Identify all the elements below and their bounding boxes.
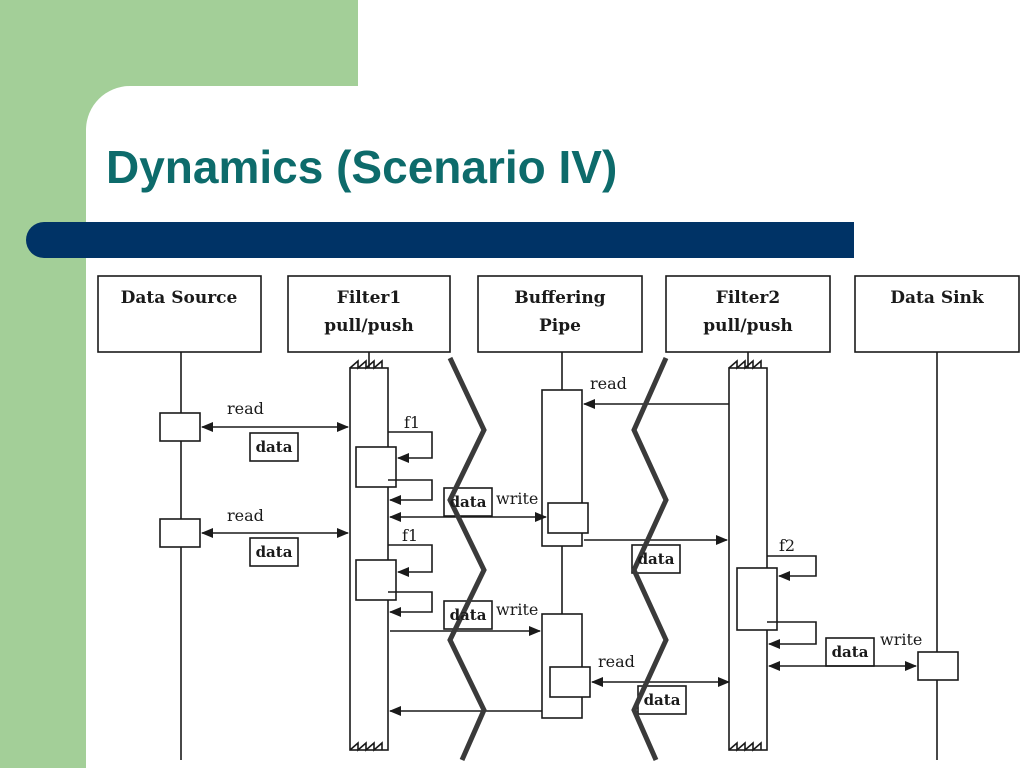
participant-box-filter1 [287, 275, 451, 353]
read-label-4: read [598, 652, 635, 671]
pipe-read-box-2 [549, 666, 591, 698]
data-label-5: data [638, 550, 675, 568]
activation-filter1 [349, 367, 389, 751]
read-label-1: read [227, 399, 264, 418]
zigzag-separator-right [631, 356, 669, 762]
zigzag-separator-left [447, 356, 487, 762]
participant-box-data-source [97, 275, 262, 353]
f1-label-1: f1 [404, 413, 420, 432]
f1-loop-2 [388, 479, 433, 505]
read-label-3: read [590, 374, 627, 393]
f2-loop-2 [767, 621, 817, 649]
filter1-f1-box-2 [355, 559, 397, 601]
f1-label-2: f1 [402, 526, 418, 545]
filter2-f2-box [736, 567, 778, 631]
data-label-1: data [256, 438, 293, 456]
participant-box-filter2 [665, 275, 831, 353]
f1-loop-3 [388, 544, 433, 577]
read-label-2: read [227, 506, 264, 525]
participant-filter1-sublabel: pull/push [324, 316, 414, 336]
source-read-box-1 [159, 412, 201, 442]
participant-pipe-label: Buffering [514, 288, 605, 308]
data-label-2: data [256, 543, 293, 561]
slide-title: Dynamics (Scenario IV) [106, 141, 618, 193]
filter1-f1-box-1 [355, 446, 397, 488]
write-label-2: write [496, 600, 538, 619]
sequence-diagram: Data Source Filter1 pull/push Buffering … [97, 275, 1020, 762]
title-underline-bar [26, 222, 854, 258]
participant-data-source-label: Data Source [121, 288, 238, 308]
f1-loop-4 [388, 591, 433, 617]
sink-write-box [917, 651, 959, 681]
activation-pipe-2 [541, 613, 583, 719]
write-label-3: write [880, 630, 922, 649]
participant-filter2-label: Filter2 [716, 288, 780, 308]
activation-filter2 [728, 367, 768, 751]
participant-box-data-sink [854, 275, 1020, 353]
participant-data-sink-label: Data Sink [890, 288, 985, 308]
data-label-4: data [450, 606, 487, 624]
write-label-1: write [496, 489, 538, 508]
f1-loop-1 [388, 431, 433, 463]
participant-pipe-sublabel: Pipe [539, 316, 581, 336]
source-read-box-2 [159, 518, 201, 548]
data-label-3: data [450, 493, 487, 511]
participant-filter2-sublabel: pull/push [703, 316, 793, 336]
participant-filter1-label: Filter1 [337, 288, 401, 308]
data-label-6: data [644, 691, 681, 709]
f2-label: f2 [779, 536, 795, 555]
participant-box-buffering-pipe [477, 275, 643, 353]
data-label-7: data [832, 643, 869, 661]
f2-loop-1 [767, 555, 817, 581]
pipe-write-box-1 [547, 502, 589, 534]
